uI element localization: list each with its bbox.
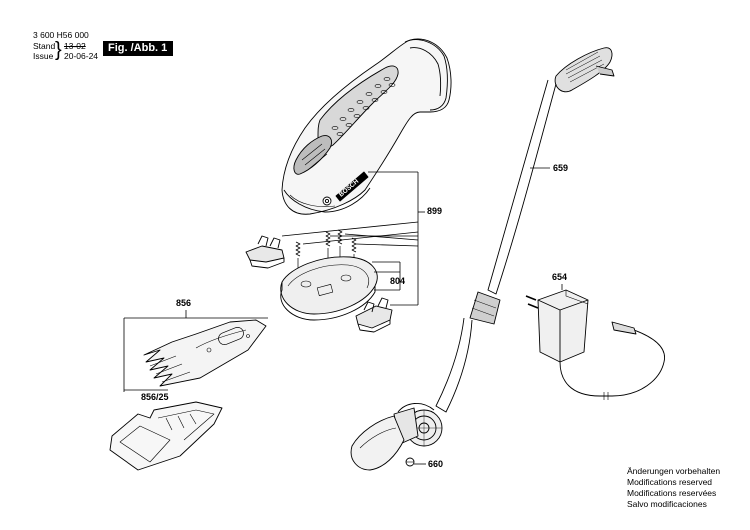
callout-899 bbox=[281, 171, 425, 306]
header-brace: } bbox=[55, 39, 62, 61]
callout-856 bbox=[123, 310, 268, 392]
part-label-856: 856 bbox=[176, 298, 192, 308]
part-label-856-25: 856/25 bbox=[141, 392, 169, 402]
modification-notes: Änderungen vorbehalten Modifications res… bbox=[627, 466, 720, 510]
part-label-660: 660 bbox=[428, 459, 444, 469]
blade-clip-lower bbox=[355, 297, 393, 333]
charger bbox=[525, 289, 665, 400]
note-line: Modifications reserved bbox=[627, 477, 713, 487]
doc-number: 3 600 H56 000 bbox=[33, 30, 89, 40]
blade-guard bbox=[109, 401, 223, 471]
note-line: Modifications reservées bbox=[627, 488, 717, 498]
shear-blade bbox=[143, 319, 267, 387]
callout-804 bbox=[372, 261, 401, 291]
note-line: Salvo modificaciones bbox=[627, 499, 707, 509]
part-label-654: 654 bbox=[552, 272, 568, 282]
issue-value: 20-06-24 bbox=[64, 51, 99, 61]
blade-clip-upper bbox=[245, 235, 285, 269]
part-label-659: 659 bbox=[553, 163, 569, 173]
stand-value: 13-02 bbox=[64, 41, 86, 51]
part-label-804: 804 bbox=[390, 276, 406, 286]
stand-label: Stand bbox=[33, 41, 56, 51]
telescopic-handle bbox=[350, 47, 615, 471]
part-label-899: 899 bbox=[427, 206, 443, 216]
shear-body bbox=[281, 38, 452, 215]
figure-badge: Fig. /Abb. 1 bbox=[103, 41, 174, 56]
note-line: Änderungen vorbehalten bbox=[627, 466, 721, 476]
issue-label: Issue bbox=[33, 51, 54, 61]
base-plate bbox=[280, 256, 378, 321]
